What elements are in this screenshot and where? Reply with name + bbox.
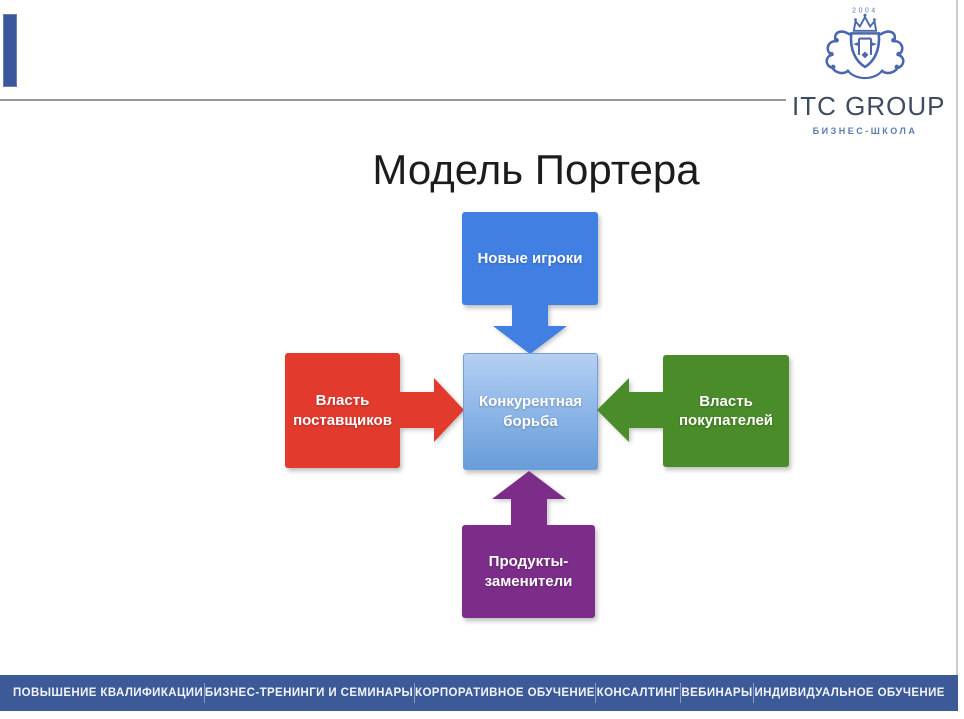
logo-subtitle: БИЗНЕС-ШКОЛА: [812, 126, 918, 136]
substitutes-box: Продукты- заменители: [462, 525, 595, 618]
arrow-down-shape: [493, 304, 567, 354]
footer-item-consulting[interactable]: КОНСАЛТИНГ: [596, 687, 680, 699]
suppliers-box: Власть поставщиков: [285, 353, 400, 468]
new-entrants-label: Новые игроки: [477, 249, 583, 267]
itc-crest-icon: 2004: [825, 8, 905, 80]
arrow-right-shape: [399, 378, 464, 442]
logo-name: ITC GROUP: [792, 91, 946, 121]
footer-item-corporate-education[interactable]: КОРПОРАТИВНОЕ ОБУЧЕНИЕ: [415, 687, 595, 699]
buyers-label: Власть покупателей: [678, 392, 774, 430]
footer-separator: [753, 683, 755, 703]
accent-bar: [3, 14, 17, 87]
arrow-up-shape: [492, 471, 566, 526]
new-entrants-box: Новые игроки: [462, 212, 598, 305]
rivalry-box: Конкурентная борьба: [463, 353, 598, 470]
footer-separator: [203, 683, 205, 703]
itc-group-logo: 2004 ITC GROUP БИЗНЕС-ШКОЛА: [792, 5, 946, 136]
footer-separator: [595, 683, 597, 703]
substitutes-label: Продукты- заменители: [484, 553, 573, 590]
logo-year: 2004: [852, 8, 878, 15]
footer-separator: [680, 683, 681, 703]
suppliers-label: Власть поставщиков: [293, 392, 392, 429]
footer-nav: ПОВЫШЕНИЕ КВАЛИФИКАЦИИ БИЗНЕС-ТРЕНИНГИ И…: [0, 675, 958, 711]
rivalry-label: Конкурентная борьба: [478, 393, 583, 430]
slide-title: Модель Портера: [372, 146, 700, 193]
footer-separator: [413, 683, 415, 703]
footer-item-advanced-training[interactable]: ПОВЫШЕНИЕ КВАЛИФИКАЦИИ: [13, 687, 204, 699]
footer-item-individual-education[interactable]: ИНДИВИДУАЛЬНОЕ ОБУЧЕНИЕ: [754, 687, 945, 699]
footer-item-trainings-seminars[interactable]: БИЗНЕС-ТРЕНИНГИ И СЕМИНАРЫ: [204, 687, 414, 699]
buyers-box: Власть покупателей: [663, 355, 789, 467]
slide-right-edge: [956, 0, 958, 676]
header-divider: [0, 99, 786, 101]
arrow-left-shape: [597, 378, 664, 442]
footer-item-webinars[interactable]: ВЕБИНАРЫ: [681, 687, 753, 699]
